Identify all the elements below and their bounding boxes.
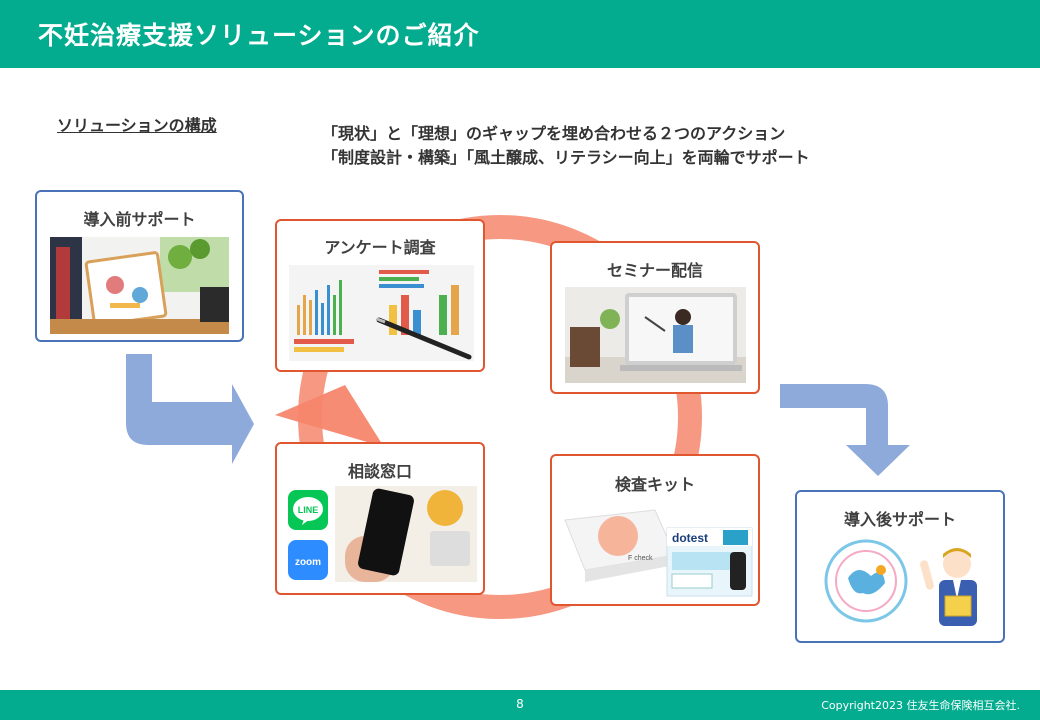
page-title: 不妊治療支援ソリューションのご紹介 xyxy=(38,21,480,50)
survey-photo xyxy=(289,265,474,361)
kurumin-logo xyxy=(824,539,908,623)
platinum-kurumin-mark xyxy=(823,538,909,624)
smartphone-illustration xyxy=(335,486,477,582)
page-number: 8 xyxy=(516,697,524,711)
consult-photo xyxy=(335,486,477,582)
tagline-line-1: 「現状」と「理想」のギャップを埋め合わせる２つのアクション xyxy=(322,124,786,143)
fcheck-label: F check xyxy=(628,555,653,562)
seminar-photo xyxy=(565,287,746,383)
section-label: ソリューションの構成 xyxy=(57,116,217,135)
flow-arrow-out xyxy=(780,384,910,476)
businessman-illustration xyxy=(917,544,993,630)
post-support-box: 導入後サポート xyxy=(795,490,1005,643)
pre-support-photo xyxy=(50,237,229,334)
cycle-arrowhead xyxy=(275,385,384,447)
zoom-app-icon: zoom xyxy=(288,540,328,580)
survey-box: アンケート調査 xyxy=(275,219,485,372)
line-app-icon: LINE xyxy=(288,490,328,530)
consult-box: 相談窓口 LINE zoom xyxy=(275,442,485,595)
pre-support-box: 導入前サポート xyxy=(35,190,244,342)
dotest-label: dotest xyxy=(672,531,708,545)
tagline-line-2: 「制度設計・構築」「風土醸成、リテラシー向上」を両輪でサポート xyxy=(322,148,810,167)
line-icon-label: LINE xyxy=(298,505,319,515)
footer-bar: 8 Copyright2023 住友生命保険相互会社. xyxy=(0,690,1040,720)
zoom-icon-label: zoom xyxy=(295,557,321,568)
test-kit-illustration: F check dotest xyxy=(560,500,754,600)
kit-title: 検査キット xyxy=(614,475,695,494)
header-bar: 不妊治療支援ソリューションのご紹介 xyxy=(0,0,1040,68)
post-support-title: 導入後サポート xyxy=(843,510,956,529)
seminar-title: セミナー配信 xyxy=(606,261,703,280)
laptop-seminar-illustration xyxy=(565,287,746,383)
consult-title: 相談窓口 xyxy=(347,462,412,481)
seminar-box: セミナー配信 xyxy=(550,241,760,394)
pre-support-title: 導入前サポート xyxy=(83,210,196,229)
flow-arrow-in xyxy=(126,354,254,464)
meeting-illustration xyxy=(50,237,229,334)
copyright-text: Copyright2023 住友生命保険相互会社. xyxy=(821,699,1020,712)
kit-photo: F check dotest xyxy=(560,500,754,600)
charts-document-illustration xyxy=(289,265,474,361)
kit-box: 検査キット F check dotest xyxy=(550,454,760,606)
survey-title: アンケート調査 xyxy=(324,238,436,257)
